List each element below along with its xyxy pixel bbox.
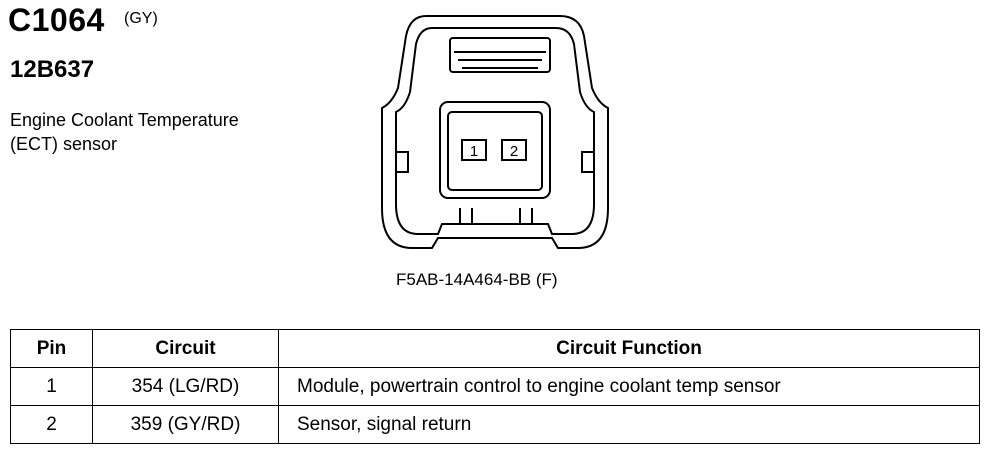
pinout-table: Pin Circuit Circuit Function 1 354 (LG/R… bbox=[10, 329, 980, 444]
description-line-1: Engine Coolant Temperature bbox=[10, 110, 239, 130]
table-header-row: Pin Circuit Circuit Function bbox=[10, 329, 980, 368]
connector-description: Engine Coolant Temperature (ECT) sensor bbox=[10, 108, 310, 156]
table-row: 1 354 (LG/RD) Module, powertrain control… bbox=[10, 367, 980, 406]
locking-tab bbox=[449, 37, 551, 73]
connector-outer-housing bbox=[381, 15, 609, 249]
table-row: 2 359 (GY/RD) Sensor, signal return bbox=[10, 405, 980, 444]
pin-block-outer bbox=[439, 101, 551, 199]
service-part-number: F5AB-14A464-BB (F) bbox=[396, 270, 558, 289]
connector-inner-housing bbox=[395, 27, 595, 235]
header-pin: Pin bbox=[10, 329, 93, 368]
cavity-1-label: 1 bbox=[470, 143, 478, 160]
left-latch bbox=[396, 151, 409, 173]
description-line-2: (ECT) sensor bbox=[10, 134, 118, 154]
connector-id: C1064 bbox=[8, 2, 105, 38]
bottom-key-right bbox=[519, 208, 533, 224]
pin-cell: 2 bbox=[10, 405, 93, 444]
cavity-2 bbox=[501, 139, 527, 161]
circuit-cell: 354 (LG/RD) bbox=[92, 367, 279, 406]
cavity-1 bbox=[461, 139, 487, 161]
connector-face-diagram: 1 2 bbox=[381, 15, 609, 249]
header-circuit: Circuit bbox=[92, 329, 279, 368]
cavity-2-label: 2 bbox=[510, 143, 518, 160]
bottom-key-left bbox=[459, 208, 473, 224]
function-cell: Sensor, signal return bbox=[278, 405, 980, 444]
pin-block-inner bbox=[447, 111, 543, 191]
circuit-cell: 359 (GY/RD) bbox=[92, 405, 279, 444]
right-latch bbox=[581, 151, 594, 173]
pin-cell: 1 bbox=[10, 367, 93, 406]
header-circuit-function: Circuit Function bbox=[278, 329, 980, 368]
wire-color: (GY) bbox=[124, 10, 158, 27]
part-number: 12B637 bbox=[10, 56, 95, 83]
function-cell: Module, powertrain control to engine coo… bbox=[278, 367, 980, 406]
